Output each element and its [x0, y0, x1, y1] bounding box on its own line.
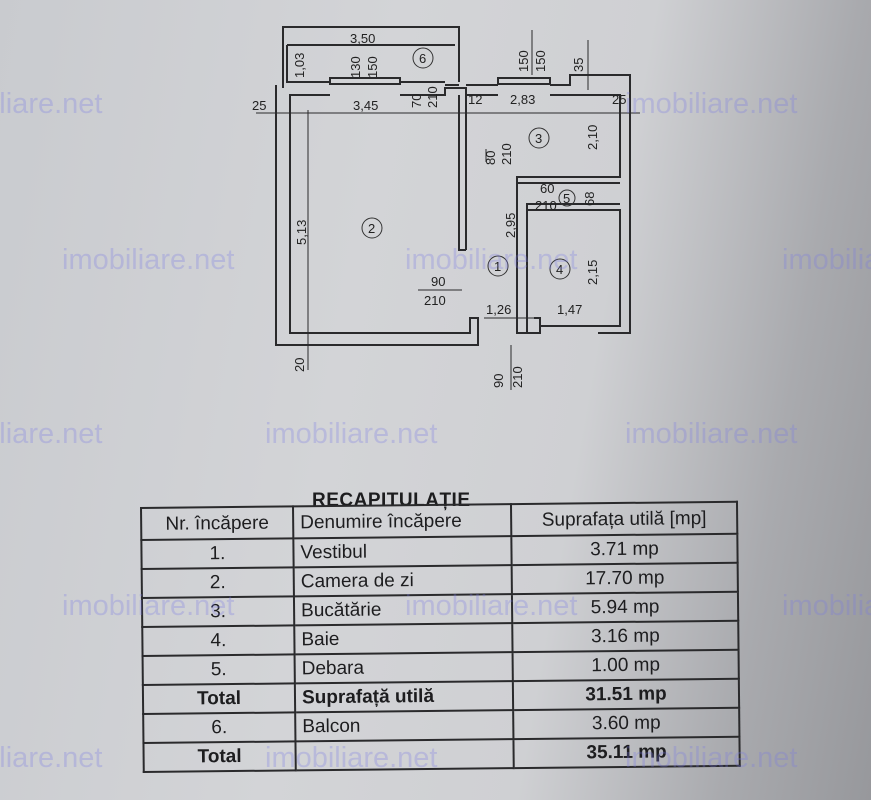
dim: 210: [499, 143, 514, 165]
header-area: Suprafața utilă [mp]: [510, 501, 738, 537]
cell-area: 3.71 mp: [511, 533, 738, 566]
cell-area: 5.94 mp: [511, 591, 739, 624]
recap-table: Nr. încăpere Denumire încăpere Suprafața…: [140, 501, 741, 773]
walls: [256, 26, 640, 390]
cell-nr: 1.: [141, 538, 294, 569]
dim: 25: [252, 98, 266, 113]
cell-name: Camera de zi: [293, 565, 512, 597]
cell-nr: 4.: [142, 625, 295, 656]
dim: 12: [468, 92, 482, 107]
cell-nr: Total: [142, 683, 296, 714]
dim: 2,95: [503, 213, 518, 238]
cell-nr: 3.: [141, 596, 295, 627]
cell-area: 35.11 mp: [513, 736, 740, 769]
cell-name: Balcon: [295, 710, 514, 742]
cell-name: Suprafață utilă: [294, 681, 514, 713]
floor-plan: 1 2 3 4 5 6 3,50 1,03 130 150 70 210 25 …: [252, 26, 640, 390]
cell-name: Baie: [294, 623, 513, 655]
room-2-number: 2: [368, 221, 375, 236]
room-1-number: 1: [494, 259, 501, 274]
dim: 90: [431, 274, 445, 289]
dim: 1,03: [292, 53, 307, 78]
dim: 25: [612, 92, 626, 107]
cell-name: Debara: [294, 652, 513, 684]
cell-area: 3.60 mp: [513, 707, 740, 740]
dim: 210: [510, 366, 525, 388]
dim: 60: [540, 181, 554, 196]
dim: 210: [424, 293, 446, 308]
dim: 2,10: [585, 125, 600, 150]
table-row-grand-total: Total 35.11 mp: [143, 736, 740, 772]
watermark: imobiliare.net: [782, 590, 871, 622]
room-markers: 1 2 3 4 5 6: [361, 47, 576, 280]
cell-name: Bucătărie: [293, 594, 513, 626]
watermark: imobiliare.net: [0, 742, 103, 774]
room-4-number: 4: [556, 262, 563, 277]
room-3-number: 3: [535, 131, 542, 146]
dim: 3,50: [350, 31, 375, 46]
dim: 130: [348, 56, 363, 78]
header-nr: Nr. încăpere: [141, 506, 294, 540]
cell-nr: 2.: [141, 567, 294, 598]
cell-nr: 5.: [142, 654, 295, 685]
dim: 35: [571, 58, 586, 72]
dim: 150: [365, 56, 380, 78]
cell-area: 17.70 mp: [511, 562, 738, 595]
dim: 2,83: [510, 92, 535, 107]
room-5-number: 5: [563, 191, 570, 206]
cell-area: 3.16 mp: [512, 620, 739, 653]
table-title: RECAPITULAȚIE: [312, 490, 471, 511]
dim: 1,47: [557, 302, 582, 317]
dim: 20: [292, 358, 307, 372]
dim: 90: [491, 374, 506, 388]
dim: 210: [535, 198, 557, 213]
dim: 210: [425, 86, 440, 108]
cell-name: [295, 739, 514, 771]
cell-area: 31.51 mp: [512, 678, 740, 711]
dim: 3,45: [353, 98, 378, 113]
dimension-labels: 3,50 1,03 130 150 70 210 25 3,45 12 2,83…: [252, 31, 626, 388]
dim: 68: [582, 192, 597, 206]
dim: 150: [516, 50, 531, 72]
dim: 5,13: [294, 220, 309, 245]
header-name: Denumire încăpere: [293, 504, 512, 539]
cell-name: Vestibul: [293, 536, 512, 568]
room-6-number: 6: [419, 51, 426, 66]
dim: 80: [483, 151, 498, 165]
cell-nr: 6.: [143, 712, 296, 743]
dim: 150: [533, 50, 548, 72]
cell-nr: Total: [143, 741, 296, 772]
dim: 70: [409, 94, 424, 108]
cell-area: 1.00 mp: [512, 649, 739, 682]
dim: 2,15: [585, 260, 600, 285]
dim: 1,26: [486, 302, 511, 317]
